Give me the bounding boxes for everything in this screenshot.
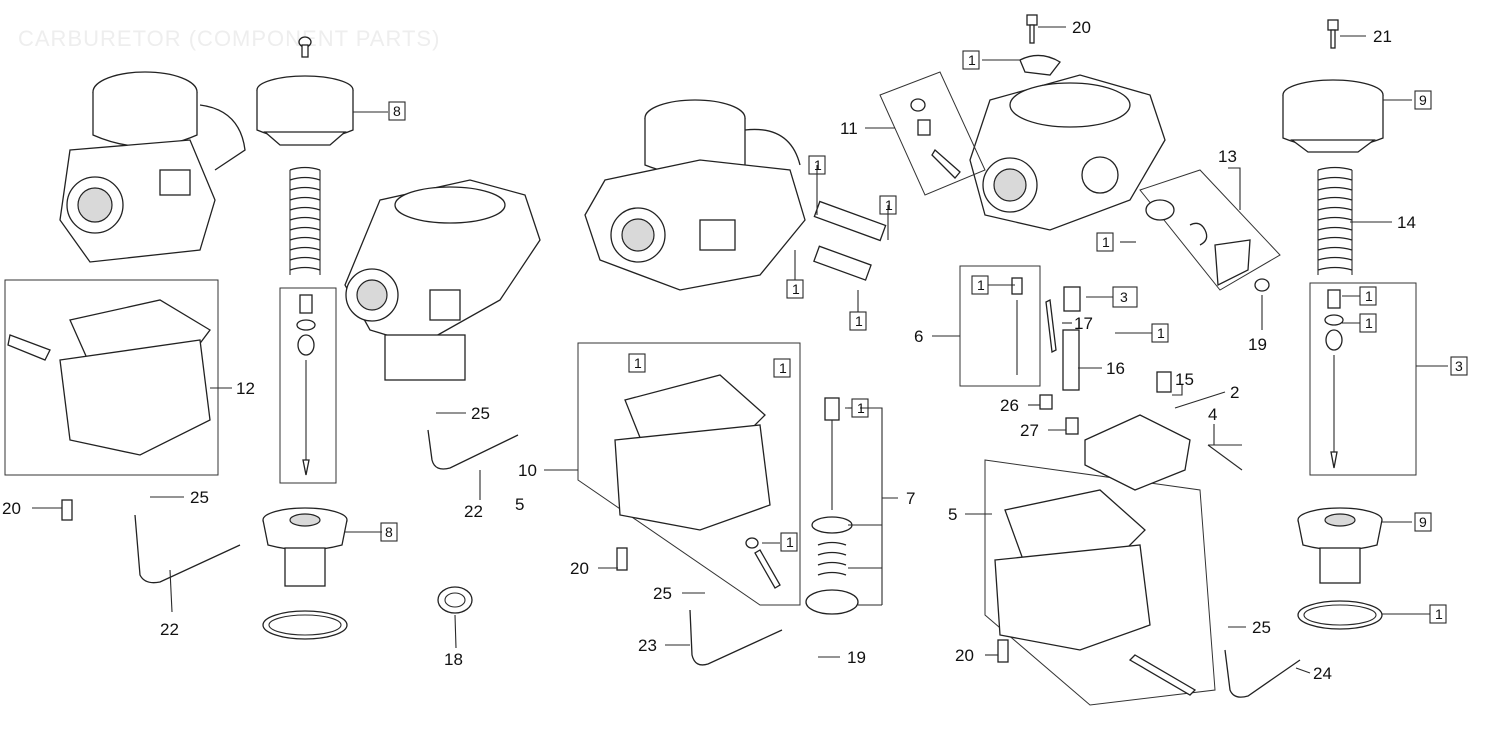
callout-25: 25 (471, 404, 490, 423)
piston-diaphragm-left (262, 507, 348, 640)
float (1084, 414, 1191, 491)
callout-4: 4 (1208, 405, 1217, 424)
boxed-label-1: 1 (814, 157, 822, 173)
carburetor-assembly-left (59, 71, 246, 263)
boxed-label-1: 1 (977, 277, 985, 293)
boxed-label-3: 3 (1120, 289, 1128, 305)
callout-27: 27 (1020, 421, 1039, 440)
callout-22: 22 (464, 502, 483, 521)
callout-9-box: 9 (1419, 514, 1427, 530)
group-6-box (959, 265, 1041, 387)
callout-22: 22 (160, 620, 179, 639)
boxed-label-1: 1 (968, 52, 976, 68)
callout-20: 20 (2, 499, 21, 518)
callout-2: 2 (1230, 383, 1239, 402)
jet-needle-set-left (279, 287, 337, 484)
carburetor-assembly-center (584, 99, 806, 291)
callout-19: 19 (847, 648, 866, 667)
callout-11: 11 (840, 119, 858, 138)
boxed-label-1: 1 (786, 534, 794, 550)
carburetor-assembly-center-left (344, 179, 541, 381)
callout-24: 24 (1313, 664, 1332, 683)
boxed-label-1: 1 (634, 355, 642, 371)
callout-8-box: 8 (385, 524, 393, 540)
callout-20: 20 (570, 559, 589, 578)
vacuum-chamber-cover-right (1282, 79, 1384, 153)
callout-14: 14 (1397, 213, 1416, 232)
callout-25: 25 (653, 584, 672, 603)
callout-labels: 20 21 8 12 20 25 22 8 25 22 5 18 10 20 2… (2, 18, 1468, 683)
callout-3-box: 3 (1455, 358, 1463, 374)
small-parts-misc (61, 14, 1339, 696)
float-bowl-center (577, 342, 801, 606)
callout-17: 17 (1074, 314, 1093, 333)
callout-5: 5 (515, 495, 524, 514)
float-bowl-left (4, 279, 219, 476)
cap-18 (437, 586, 473, 614)
callout-6: 6 (914, 327, 923, 346)
callout-18: 18 (444, 650, 463, 669)
boxed-label-1: 1 (857, 400, 865, 416)
boxed-label-1: 1 (1365, 288, 1373, 304)
boxed-label-1: 1 (885, 197, 893, 213)
jet-needle-set-right (1309, 282, 1417, 476)
callout-5: 5 (948, 505, 957, 524)
diagram-title: CARBURETOR (COMPONENT PARTS) (18, 26, 440, 51)
boxed-label-1: 1 (792, 281, 800, 297)
boxed-label-1: 1 (1102, 234, 1110, 250)
callout-16: 16 (1106, 359, 1125, 378)
callout-13: 13 (1218, 147, 1237, 166)
group-13-box (1139, 169, 1281, 291)
float-bowl-right (984, 459, 1216, 706)
callout-10: 10 (518, 461, 537, 480)
carburetor-assembly-right (969, 54, 1166, 231)
pump-assembly-7 (805, 397, 859, 615)
callout-20: 20 (1072, 18, 1091, 37)
hose-22-center (427, 429, 519, 470)
boxed-label-1: 1 (1157, 325, 1165, 341)
callout-15: 15 (1175, 370, 1194, 389)
callout-26: 26 (1000, 396, 1019, 415)
callout-23: 23 (638, 636, 657, 655)
hose-24 (1224, 649, 1301, 698)
callout-20: 20 (955, 646, 974, 665)
callout-12: 12 (236, 379, 255, 398)
leader-lines (32, 26, 1448, 674)
hose-23 (689, 609, 783, 666)
boxed-label-1: 1 (855, 313, 863, 329)
spring-left (289, 166, 321, 275)
boxed-part-1-labels: 1 1 1 1 1 1 1 1 1 1 1 1 1 1 1 1 1 3 (628, 50, 1447, 624)
group-11-box (879, 71, 986, 196)
callout-19: 19 (1248, 335, 1267, 354)
piston-diaphragm-right (1297, 507, 1383, 630)
vacuum-chamber-cover-left (256, 75, 354, 146)
callout-8-box: 8 (393, 103, 401, 119)
spring-right (1317, 166, 1353, 275)
callout-25: 25 (190, 488, 209, 507)
boxed-label-1: 1 (1435, 606, 1443, 622)
callout-7: 7 (906, 489, 915, 508)
callout-9-box: 9 (1419, 92, 1427, 108)
callout-21: 21 (1373, 27, 1392, 46)
boxed-label-1: 1 (1365, 315, 1373, 331)
callout-25: 25 (1252, 618, 1271, 637)
boxed-label-1: 1 (779, 360, 787, 376)
hose-22-left (134, 514, 241, 584)
